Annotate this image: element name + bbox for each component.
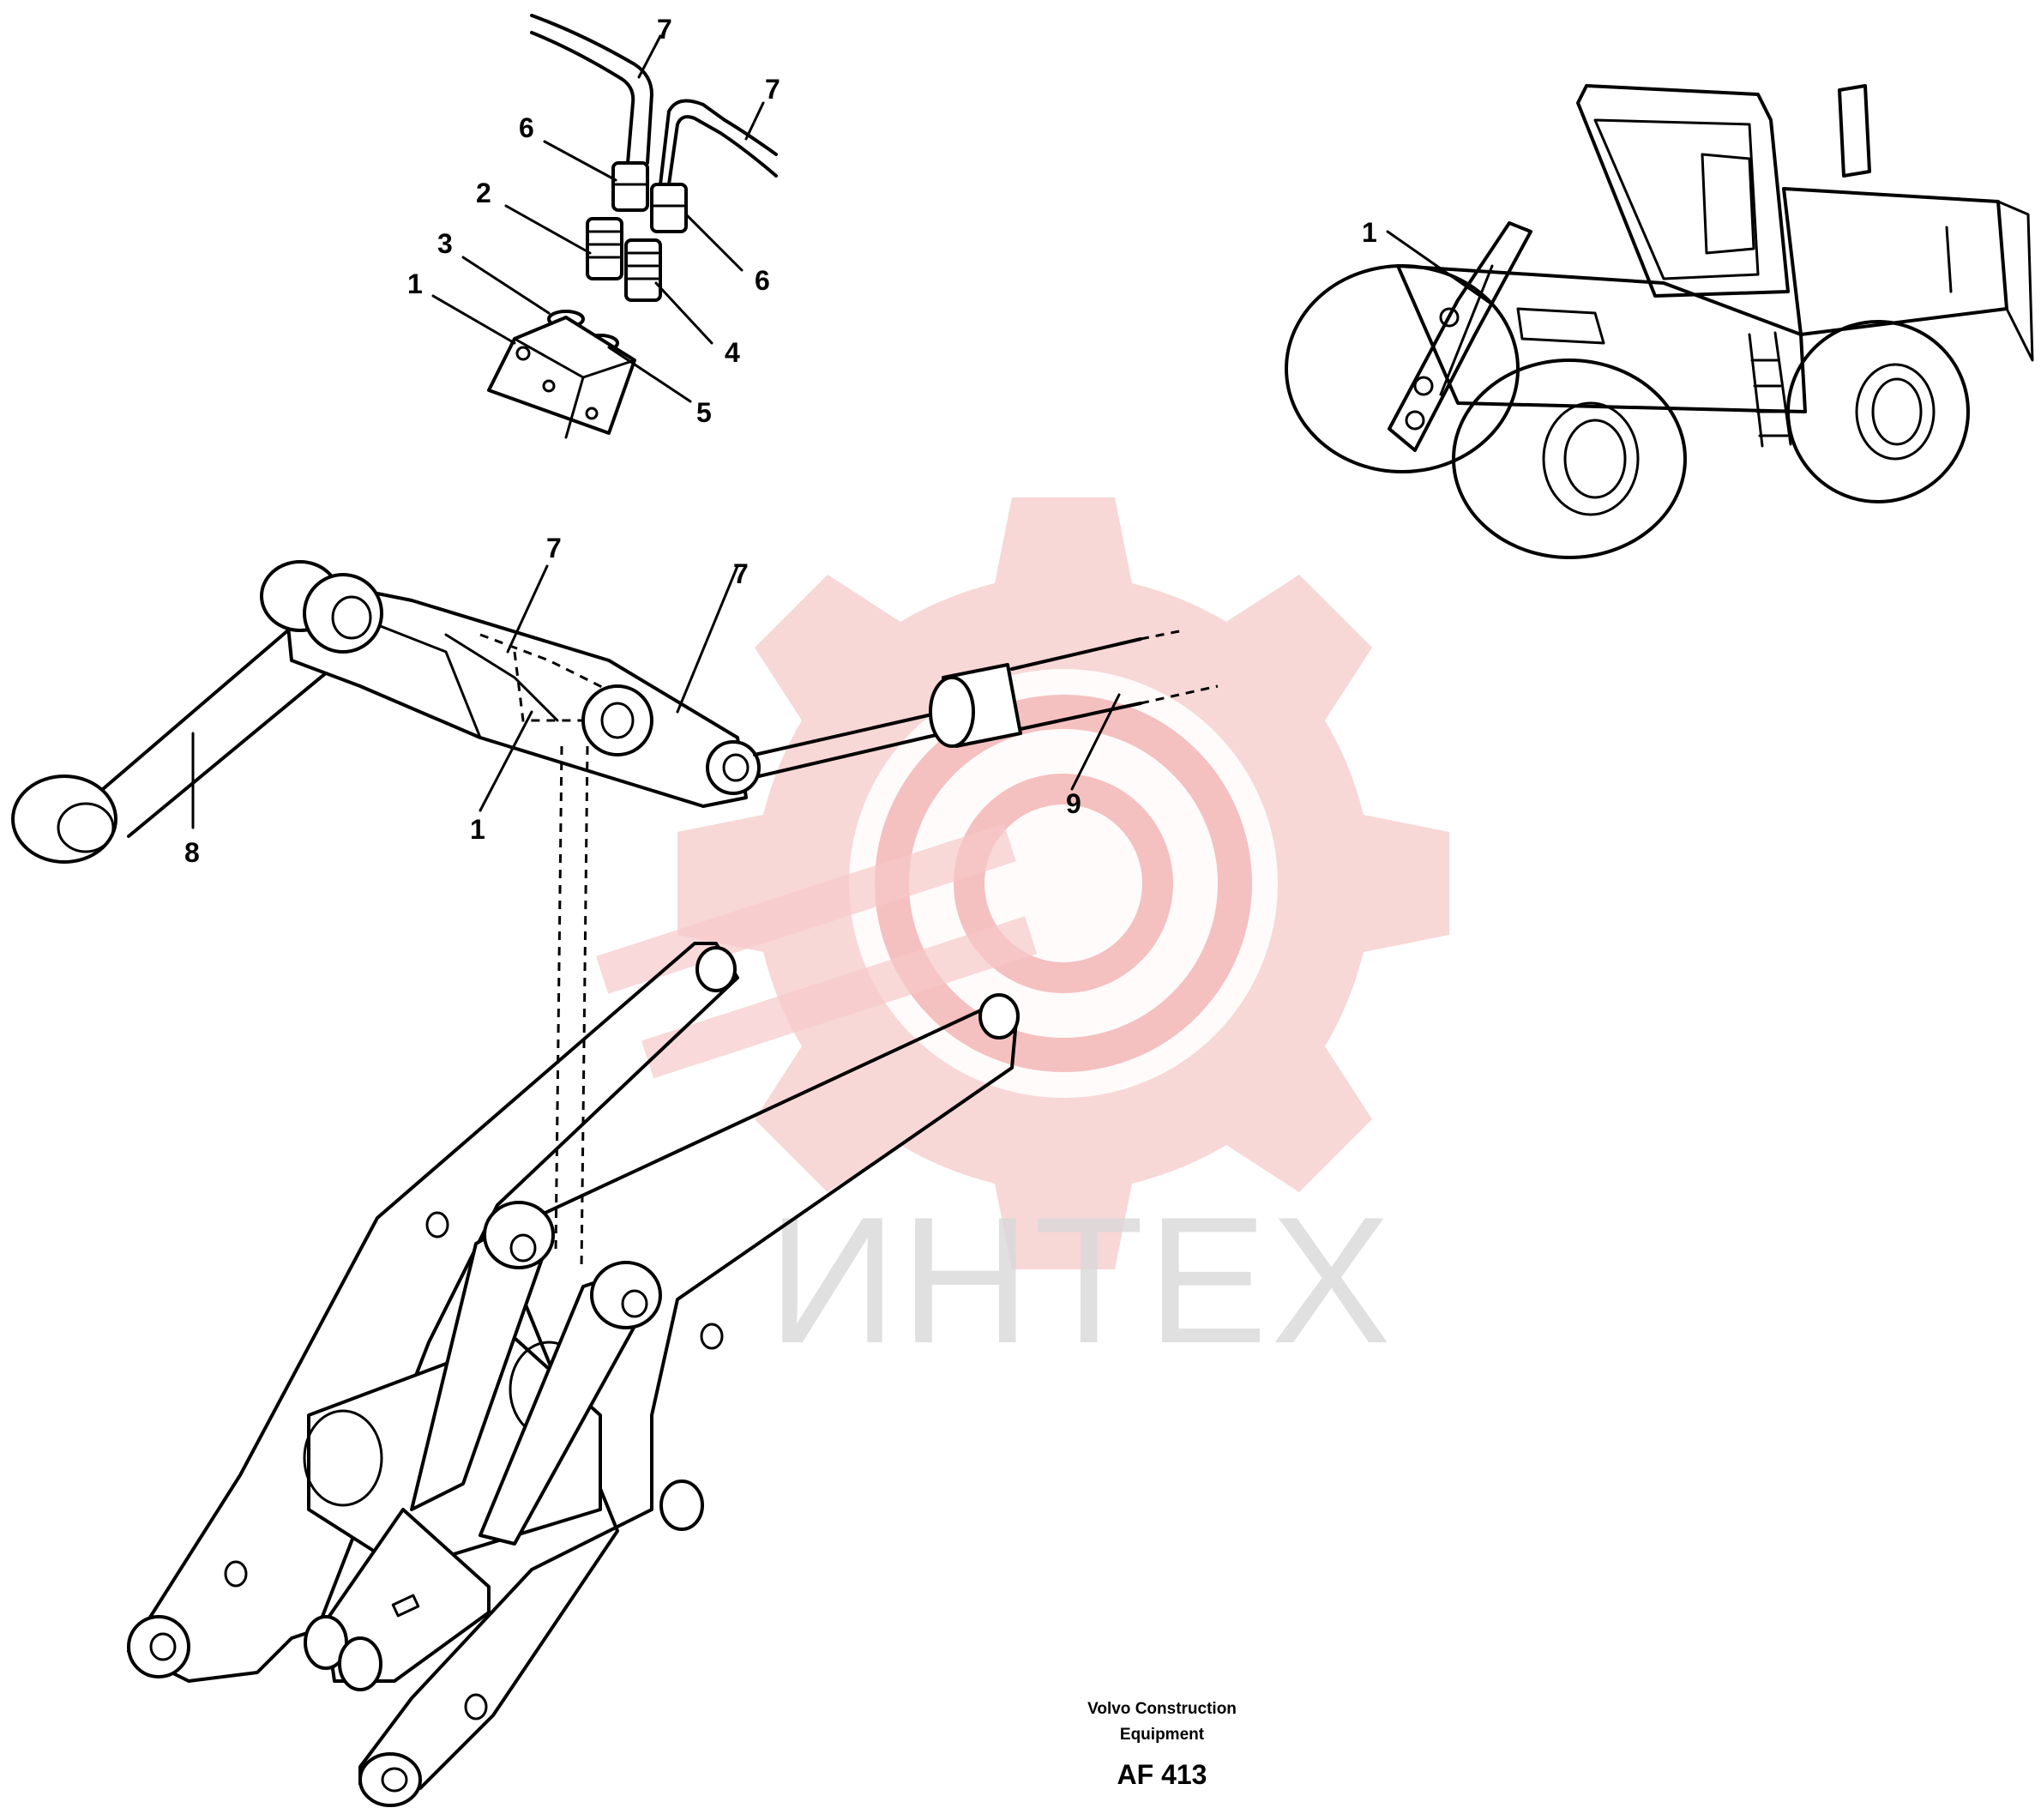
lift-link-assembly <box>11 560 761 1270</box>
wheel-loader-illustration <box>1285 84 2034 559</box>
callout-labels: 7 7 6 6 2 3 1 4 5 1 7 7 1 8 9 <box>184 14 1377 868</box>
callout-8: 8 <box>184 837 200 868</box>
callout-1-loader: 1 <box>1362 217 1377 248</box>
nut-6-left <box>611 161 649 212</box>
lift-frame <box>127 942 1020 1807</box>
block-1 <box>487 316 636 435</box>
callout-7-link-right: 7 <box>733 558 749 589</box>
lift-cylinder-9 <box>753 629 1219 791</box>
union-4 <box>624 238 662 302</box>
union-2 <box>586 217 623 280</box>
pin-right <box>706 740 761 795</box>
callout-6-right: 6 <box>755 265 770 296</box>
caption-code: AF 413 <box>1117 1759 1207 1790</box>
callout-2: 2 <box>476 178 491 208</box>
callout-6-left: 6 <box>519 112 534 143</box>
watermark-logo: ИНТЕХ <box>596 497 1449 1381</box>
watermark-gear-icon <box>596 497 1449 1269</box>
caption-company-line2: Equipment <box>1120 1726 1205 1744</box>
rod-8-eye <box>11 774 117 864</box>
front-right-tyre <box>1452 359 1687 559</box>
drawing-caption: Volvo Construction Equipment AF 413 <box>1087 1700 1237 1790</box>
hose-fitting-detail <box>431 14 778 439</box>
callout-5: 5 <box>696 397 712 428</box>
callout-4: 4 <box>725 337 740 368</box>
callout-9: 9 <box>1066 788 1081 819</box>
caption-company-line1: Volvo Construction <box>1087 1700 1237 1718</box>
rear-tyre <box>1786 320 1970 503</box>
pin-center <box>581 684 653 756</box>
nut-6-right <box>650 183 688 233</box>
callout-1-fitting: 1 <box>407 268 423 299</box>
callout-7-top-left: 7 <box>657 14 672 45</box>
callout-7-link-left: 7 <box>546 533 562 563</box>
watermark-text: ИНТЕХ <box>768 1179 1394 1381</box>
callout-3: 3 <box>437 228 453 259</box>
callout-1-link: 1 <box>470 814 485 845</box>
callout-7-top-right: 7 <box>765 74 780 105</box>
